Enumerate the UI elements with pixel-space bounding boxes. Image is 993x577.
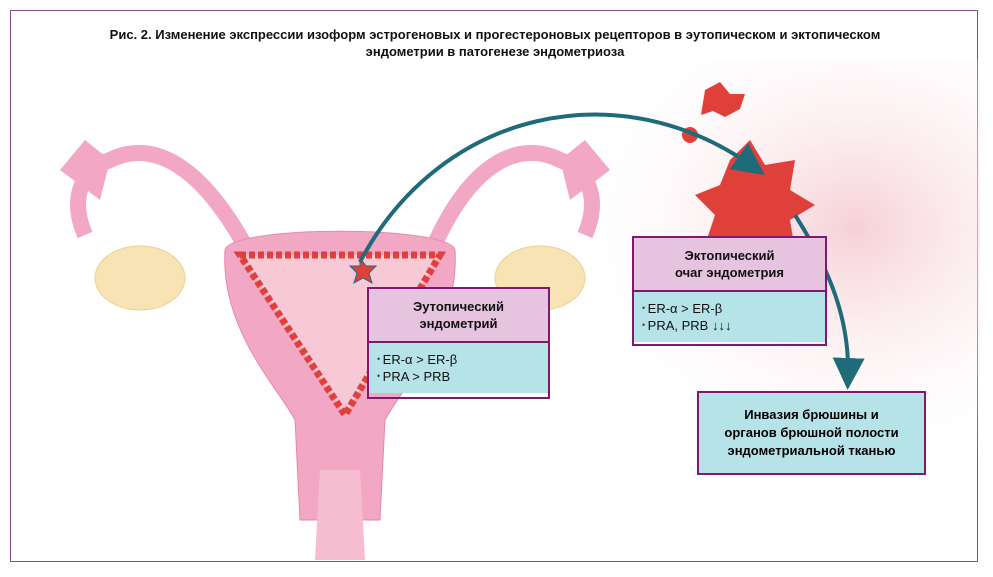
title-line-2: эндометрии в патогенезе эндометриоза <box>365 44 625 59</box>
list-item: PRA > PRB <box>377 368 540 385</box>
invasion-arrow <box>793 213 865 390</box>
invasion-line-1: Инвазия брюшины и <box>744 407 879 422</box>
ectopic-lesion <box>695 140 815 265</box>
invasion-line-3: эндометриальной тканью <box>727 443 896 458</box>
left-fimbriae <box>60 140 110 200</box>
list-item: ER-α > ER-β <box>377 351 540 368</box>
eutopic-lesion-star <box>348 256 378 285</box>
right-fimbriae <box>560 140 610 200</box>
ectopic-header-line-2: очаг эндометрия <box>674 265 785 280</box>
migration-arrow <box>358 112 765 263</box>
ectopic-header-line-1: Эктопический <box>684 248 775 263</box>
left-ovary <box>94 245 186 311</box>
ectopic-lesion-small <box>701 82 745 117</box>
right-fallopian-tube <box>422 145 600 259</box>
ectopic-box: Эктопический очаг эндометрия ER-α > ER-β… <box>632 236 827 346</box>
list-item: ER-α > ER-β <box>642 300 817 317</box>
invasion-box: Инвазия брюшины и органов брюшной полост… <box>697 391 926 475</box>
title-line-1: Рис. 2. Изменение экспрессии изоформ эст… <box>109 27 881 42</box>
eutopic-list: ER-α > ER-β PRA > PRB <box>369 343 548 393</box>
eutopic-header-line-1: Эутопический <box>413 299 504 314</box>
left-fallopian-tube <box>70 145 258 259</box>
eutopic-header: Эутопический эндометрий <box>369 289 548 343</box>
ectopic-header: Эктопический очаг эндометрия <box>634 238 825 292</box>
eutopic-header-line-2: эндометрий <box>419 316 498 331</box>
eutopic-box: Эутопический эндометрий ER-α > ER-β PRA … <box>367 287 550 399</box>
cervix-vagina <box>315 470 365 560</box>
figure-title: Рис. 2. Изменение экспрессии изоформ эст… <box>30 26 960 60</box>
list-item: PRA, PRB ↓↓↓ <box>642 317 817 334</box>
invasion-line-2: органов брюшной полости <box>724 425 899 440</box>
ectopic-list: ER-α > ER-β PRA, PRB ↓↓↓ <box>634 292 825 342</box>
